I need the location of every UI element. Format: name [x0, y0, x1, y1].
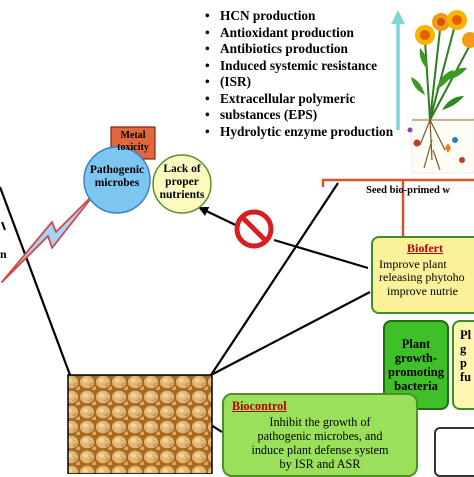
nutrients-line-2: proper: [155, 176, 209, 189]
nutrients-line-3: nutrients: [155, 189, 209, 202]
biocontrol-title: Biocontrol: [224, 399, 416, 413]
biocontrol-box: Biocontrol Inhibit the growth of pathoge…: [222, 393, 418, 477]
line-biofert-to-inhibit: [274, 240, 368, 268]
biofert-line-2: releasing phytoho: [379, 271, 474, 285]
ph-line-3: p: [460, 356, 474, 370]
right-bottom-partial-box: [434, 427, 474, 477]
benefit-item-continuation: (ISR): [203, 74, 393, 91]
biofert-line-1: Improve plant: [379, 258, 474, 272]
pgpb-line-1: Plant: [388, 337, 444, 351]
left-edge-line: [2, 222, 5, 230]
pathogenic-line-2: microbes: [84, 177, 150, 190]
ph-line-4: fu: [460, 370, 474, 384]
ph-line-2: g: [460, 342, 474, 356]
prohibition-icon: [237, 212, 271, 246]
biocontrol-line-2: pathogenic microbes, and: [230, 429, 410, 443]
biofertilizer-box: Biofert Improve plant releasing phytoho …: [371, 236, 474, 314]
metal-toxicity-label: Metal toxicity: [111, 130, 155, 154]
pgpb-line-4: bacteria: [388, 379, 444, 393]
benefit-item: Antioxidant production: [203, 25, 393, 42]
biofertilizer-title: Biofert: [373, 242, 474, 256]
pgpb-line-3: promoting: [388, 365, 444, 379]
biocontrol-line-1: Inhibit the growth of: [230, 415, 410, 429]
biocontrol-text: Inhibit the growth of pathogenic microbe…: [224, 413, 416, 471]
biocontrol-line-4: by ISR and ASR: [230, 457, 410, 471]
nutrients-line-1: Lack of: [155, 163, 209, 176]
chickpea-seeds-image: [68, 375, 212, 474]
line-seed-to-biofert: [211, 292, 370, 375]
nutrients-label: Lack of proper nutrients: [155, 163, 209, 202]
biocontrol-line-3: induce plant defense system: [230, 443, 410, 457]
biofertilizer-text: Improve plant releasing phytoho improve …: [373, 256, 474, 299]
lightning-bolt-icon: [2, 192, 96, 282]
left-partial-text: n: [0, 247, 7, 262]
plant-icon: [408, 10, 474, 173]
biofert-line-3: improve nutrie: [379, 285, 474, 299]
benefit-item: Hydrolytic enzyme production: [203, 124, 393, 141]
line-left-diagonal: [0, 187, 70, 375]
ph-line-1: Pl: [460, 328, 474, 342]
phyto-partial-box: Pl g p fu: [452, 320, 474, 410]
line-seed-to-top: [211, 183, 338, 375]
benefit-item: Antibiotics production: [203, 41, 393, 58]
pathogenic-line-1: Pathogenic: [84, 164, 150, 177]
benefit-item: Extracellular polymeric: [203, 91, 393, 108]
metal-line-2: toxicity: [111, 142, 155, 154]
pathogenic-microbes-label: Pathogenic microbes: [84, 164, 150, 190]
benefit-item-continuation: substances (EPS): [203, 107, 393, 124]
benefit-item: HCN production: [203, 8, 393, 25]
benefit-item: Induced systemic resistance: [203, 58, 393, 75]
pgpb-line-2: growth-: [388, 351, 444, 365]
seed-caption: Seed bio-primed w: [366, 185, 450, 196]
metal-line-1: Metal: [111, 130, 155, 142]
benefits-list: HCN production Antioxidant production An…: [203, 8, 393, 140]
